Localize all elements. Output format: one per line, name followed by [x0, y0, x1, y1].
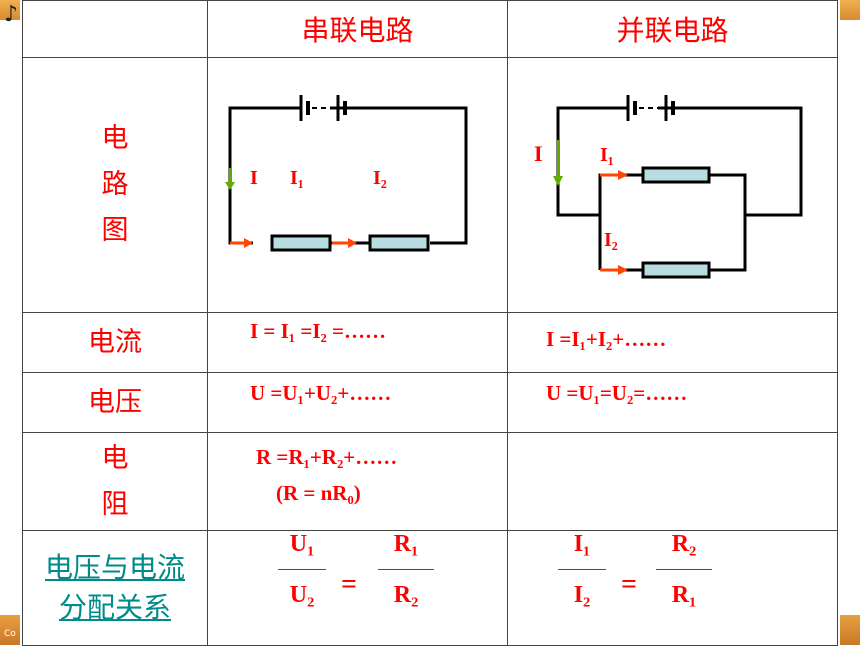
series-resistance-formula: R =R₁+R₂+……: [256, 445, 398, 469]
corner-mark-icon: ♪: [4, 2, 19, 27]
series-fraction-right: R₁ R₂: [378, 529, 434, 610]
resistor-r1-icon: [641, 166, 711, 184]
series-wire-right: [330, 106, 468, 245]
series-diagram-cell: I I₁ I₂: [207, 57, 508, 313]
diagram-row: 电 路 图: [22, 57, 838, 313]
series-voltage-formula: U =U₁+U₂+……: [250, 381, 392, 405]
empty-corner-cell: [22, 0, 208, 58]
parallel-equals-sign: =: [621, 569, 637, 600]
series-resistance-note: (R = nR₀): [276, 481, 361, 505]
current-arrow-orange-1-icon: [600, 170, 628, 180]
current-row: 电流 I = I₁ =I₂ =…… I =I₁+I₂+……: [22, 312, 838, 373]
voltage-row-label: 电压: [22, 372, 208, 433]
resistance-row-label: 电 阻: [22, 432, 208, 531]
series-column-header: 串联电路: [207, 0, 508, 58]
battery-icon: [620, 95, 683, 121]
parallel-fraction-right: R₂ R₁: [656, 529, 712, 610]
parallel-circuit-diagram: I I₁ I₂: [534, 95, 803, 279]
footer-copyright-icon: Co: [4, 629, 16, 639]
series-label-i1: I₁: [290, 167, 304, 189]
series-circuit-diagram: I I₁ I₂: [225, 95, 468, 252]
resistor-r2-icon: [368, 234, 430, 252]
parallel-distribution-cell: I₁ I₂ = R₂ R₁: [507, 529, 838, 646]
parallel-diagram-cell: I I₁ I₂: [507, 57, 838, 313]
parallel-resistance-cell: [507, 432, 838, 531]
current-arrow-orange-1-icon: [230, 238, 253, 248]
parallel-label-i2: I₂: [604, 229, 618, 251]
series-label-i2: I₂: [373, 167, 387, 189]
voltage-row: 电压 U =U₁+U₂+…… U =U₁=U₂=……: [22, 372, 838, 433]
series-fraction-left: U₁ U₂: [278, 529, 326, 610]
current-arrow-green-icon: [225, 168, 235, 190]
parallel-wire-left: [556, 106, 628, 217]
table-header-row: 串联电路 并联电路: [22, 0, 838, 58]
parallel-branch-left: [598, 173, 643, 270]
series-current-cell: I = I₁ =I₂ =……: [207, 312, 508, 373]
battery-icon: [293, 95, 353, 121]
parallel-voltage-cell: U =U₁=U₂=……: [507, 372, 838, 433]
current-arrow-orange-2-icon: [332, 238, 357, 248]
resistance-row: 电 阻 R =R₁+R₂+…… (R = nR₀): [22, 432, 838, 531]
resistor-r2-icon: [641, 261, 711, 279]
current-row-label: 电流: [22, 312, 208, 373]
parallel-branch-right: [709, 173, 747, 272]
series-resistance-cell: R =R₁+R₂+…… (R = nR₀): [207, 432, 508, 531]
resistor-r1-icon: [270, 234, 332, 252]
series-distribution-cell: U₁ U₂ = R₁ R₂: [207, 529, 508, 646]
current-arrow-orange-2-icon: [600, 265, 628, 275]
series-label-i: I: [250, 167, 258, 189]
series-wire-left: [228, 106, 293, 245]
parallel-wire-right: [658, 106, 803, 217]
parallel-voltage-formula: U =U₁=U₂=……: [546, 381, 688, 405]
comparison-table: 串联电路 并联电路 电 路 图: [22, 0, 838, 646]
series-voltage-cell: U =U₁+U₂+……: [207, 372, 508, 433]
current-arrow-green-icon: [553, 140, 563, 186]
parallel-fraction-left: I₁ I₂: [558, 529, 606, 610]
diagram-row-label: 电 路 图: [22, 57, 208, 313]
parallel-column-header: 并联电路: [507, 0, 838, 58]
parallel-label-i: I: [534, 141, 543, 166]
distribution-row-link[interactable]: 电压与电流 分配关系: [22, 530, 208, 646]
parallel-label-i1: I₁: [600, 144, 614, 166]
parallel-current-cell: I =I₁+I₂+……: [507, 312, 838, 373]
series-current-formula: I = I₁ =I₂ =……: [250, 319, 387, 343]
series-equals-sign: =: [341, 569, 357, 600]
distribution-row: 电压与电流 分配关系 U₁ U₂ = R₁ R₂ I₁ I₂ =: [22, 529, 838, 646]
parallel-current-formula: I =I₁+I₂+……: [546, 327, 667, 351]
